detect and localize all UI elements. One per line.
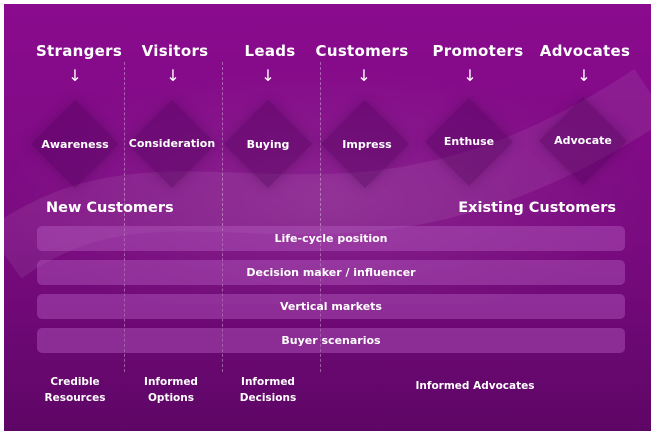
- outcome-line: Informed Advocates: [415, 380, 535, 392]
- column-divider: [124, 62, 125, 372]
- stage-customers: Customers: [315, 42, 409, 60]
- arrow-down-icon: ↓: [463, 66, 477, 85]
- outcome-line: Credible: [50, 376, 100, 388]
- stage-promoters: Promoters: [432, 42, 524, 60]
- step-impress: Impress: [342, 138, 392, 151]
- funnel-diagram: Strangers Visitors Leads Customers Promo…: [4, 4, 651, 431]
- outcome-informed-options: Informed Options: [116, 374, 226, 406]
- existing-customers-label: Existing Customers: [458, 200, 616, 216]
- outcome-line: Informed: [241, 376, 295, 388]
- arrow-down-icon: ↓: [357, 66, 371, 85]
- step-consideration: Consideration: [128, 137, 216, 150]
- column-divider: [222, 62, 223, 372]
- outcome-line: Informed: [144, 376, 198, 388]
- outcome-informed-decisions: Informed Decisions: [213, 374, 323, 406]
- outcome-informed-advocates: Informed Advocates: [395, 378, 555, 394]
- background-swoosh: [4, 68, 651, 279]
- outcome-line: Options: [148, 392, 194, 404]
- outcome-line: Resources: [44, 392, 106, 404]
- stage-leads: Leads: [244, 42, 296, 60]
- new-customers-label: New Customers: [46, 200, 174, 216]
- bar-decision-maker: Decision maker / influencer: [37, 260, 625, 285]
- outcome-credible-resources: Credible Resources: [20, 374, 130, 406]
- arrow-down-icon: ↓: [166, 66, 180, 85]
- bar-vertical-markets: Vertical markets: [37, 294, 625, 319]
- step-awareness: Awareness: [41, 138, 109, 151]
- step-buying: Buying: [246, 138, 290, 151]
- outcome-line: Decisions: [239, 392, 297, 404]
- stage-visitors: Visitors: [141, 42, 209, 60]
- bar-buyer-scenarios: Buyer scenarios: [37, 328, 625, 353]
- bar-life-cycle-position: Life-cycle position: [37, 226, 625, 251]
- stage-strangers: Strangers: [35, 42, 123, 60]
- column-divider: [320, 62, 321, 372]
- stage-advocates: Advocates: [539, 42, 631, 60]
- step-advocate: Advocate: [554, 134, 612, 147]
- arrow-down-icon: ↓: [68, 66, 82, 85]
- arrow-down-icon: ↓: [577, 66, 591, 85]
- step-enthuse: Enthuse: [443, 135, 495, 148]
- arrow-down-icon: ↓: [261, 66, 275, 85]
